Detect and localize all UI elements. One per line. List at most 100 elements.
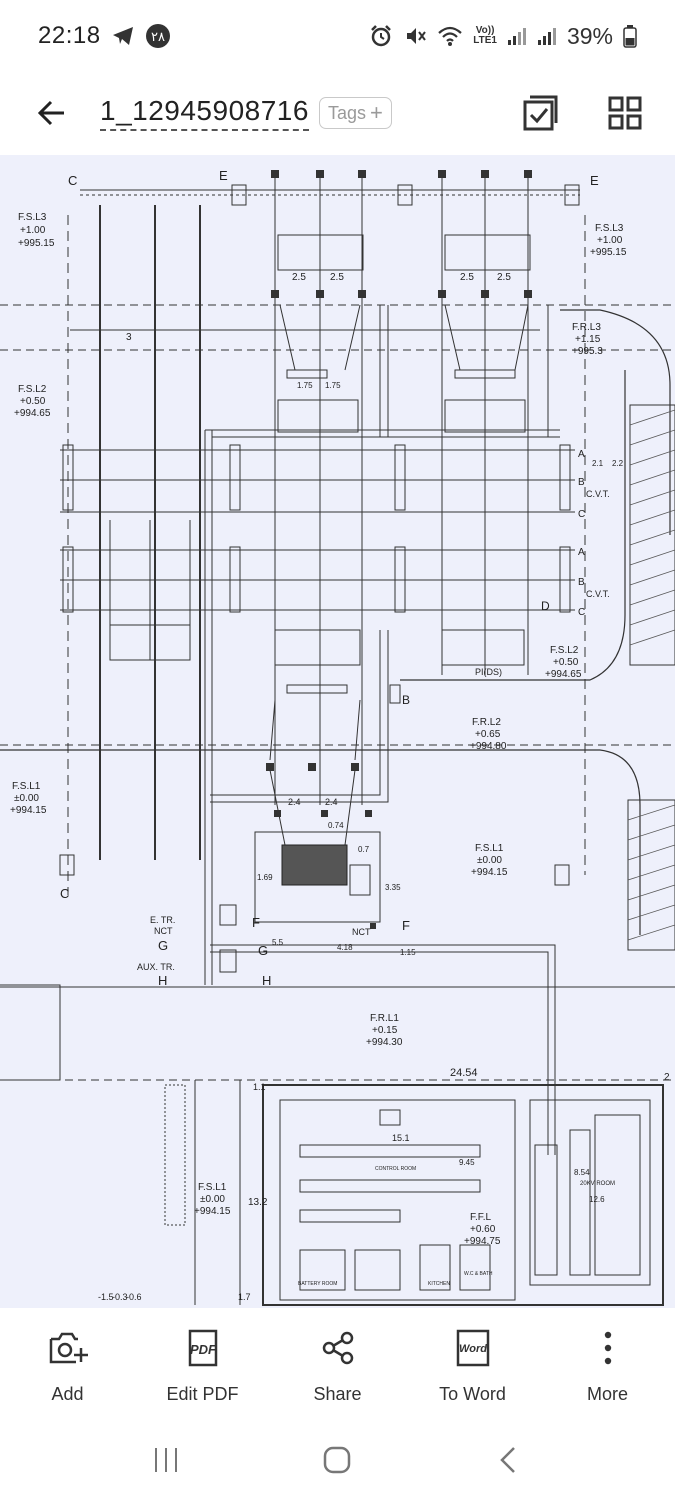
wifi-icon <box>437 25 463 47</box>
plan-label: +1.00 <box>20 225 46 236</box>
plan-label: CONTROL ROOM <box>375 1166 416 1172</box>
share-label: Share <box>313 1384 362 1404</box>
plan-label: +995.15 <box>18 238 55 249</box>
home-icon <box>324 1446 351 1474</box>
plan-label: 1.75 <box>297 381 313 390</box>
top-actions <box>521 93 645 133</box>
plan-label: 2 <box>664 1072 670 1083</box>
plan-label: B <box>402 693 410 707</box>
grid-view-button[interactable] <box>605 93 645 133</box>
plan-label: F.F.L <box>470 1212 492 1223</box>
top-app-bar: 1_12945908716 Tags + <box>0 72 675 154</box>
plan-label: +994.30 <box>366 1037 403 1048</box>
plan-label: ±0.00 <box>14 793 39 804</box>
plan-label: F.S.L1 <box>12 781 41 792</box>
plan-label: C <box>68 173 77 188</box>
plan-label: -0.3 <box>112 1292 128 1302</box>
plan-label: 5.5 <box>272 938 284 947</box>
plan-label: 2.5 <box>292 272 306 283</box>
word-icon-text: Word <box>459 1343 487 1355</box>
plan-label: +994.65 <box>545 669 582 680</box>
plan-label: W.C & BATH <box>464 1271 493 1277</box>
plan-label: A <box>578 547 585 558</box>
plan-label: +0.60 <box>470 1224 496 1235</box>
status-left: 22:18 ۲۸ <box>38 22 171 50</box>
tags-label: Tags <box>327 102 366 123</box>
battery-icon <box>623 24 637 48</box>
plan-label: +995.15 <box>590 247 627 258</box>
plan-label: F.S.L2 <box>550 645 579 656</box>
status-right: Vo)) LTE1 39% <box>369 23 637 50</box>
plan-label: 8.54 <box>574 1168 590 1177</box>
plan-label: E. TR. <box>150 915 175 925</box>
plan-label: 3 <box>126 332 132 343</box>
tags-button[interactable]: Tags + <box>318 97 392 129</box>
notification-badge-icon: ۲۸ <box>145 23 171 49</box>
system-back-button[interactable] <box>479 1430 539 1490</box>
telegram-icon <box>111 25 135 47</box>
plan-label: 12.6 <box>589 1195 605 1204</box>
volte-bottom: LTE1 <box>473 35 497 46</box>
plan-label: F.S.L2 <box>18 384 47 395</box>
alarm-icon <box>369 24 393 48</box>
plan-label: H <box>262 973 271 988</box>
plan-label: B <box>578 477 585 488</box>
plan-label: NCT <box>154 926 173 936</box>
plan-label: F.S.L1 <box>475 843 504 854</box>
document-title[interactable]: 1_12945908716 <box>100 95 309 131</box>
plan-label: 1.7 <box>238 1292 251 1302</box>
plan-label: 20KV ROOM <box>580 1181 615 1187</box>
pdf-icon: PDF <box>181 1326 225 1370</box>
document-page-viewer[interactable]: F.S.L3 +1.00 +995.15 F.S.L3 +1.00 +995.1… <box>0 155 675 1308</box>
bottom-toolbar: Add PDF Edit PDF Share Word To Word More <box>0 1308 675 1420</box>
recent-apps-button[interactable] <box>136 1430 196 1490</box>
to-word-button[interactable]: Word To Word <box>413 1326 533 1405</box>
more-vertical-icon <box>586 1326 630 1370</box>
add-photo-icon <box>46 1326 90 1370</box>
plan-label: PI(DS) <box>475 667 502 677</box>
battery-percent: 39% <box>566 22 613 49</box>
plan-label: A <box>578 449 585 460</box>
plan-label: E <box>219 168 228 183</box>
plan-label: ±0.00 <box>477 855 502 866</box>
plan-label: 24.54 <box>450 1067 478 1079</box>
plan-label: +994.75 <box>464 1236 501 1247</box>
notification-badge-text: ۲۸ <box>151 30 165 45</box>
share-button[interactable]: Share <box>278 1326 398 1405</box>
plan-label: F.R.L1 <box>370 1013 399 1024</box>
plan-label: 13.2 <box>248 1197 268 1208</box>
system-navigation-bar <box>0 1420 675 1500</box>
plan-label: 2.4 <box>288 797 301 807</box>
plan-label: 1.75 <box>325 381 341 390</box>
plan-label: +994.15 <box>10 805 47 816</box>
plan-label: F.R.L3 <box>572 322 601 333</box>
pdf-icon-text: PDF <box>190 1342 217 1357</box>
plan-label: G <box>158 938 168 953</box>
plan-label: 9.45 <box>459 1158 475 1167</box>
share-icon <box>316 1326 360 1370</box>
signal-icon-2 <box>537 26 557 46</box>
add-label: Add <box>51 1384 84 1404</box>
signal-icon-1 <box>507 26 527 46</box>
engineering-plan-drawing: F.S.L3 +1.00 +995.15 F.S.L3 +1.00 +995.1… <box>0 168 675 1306</box>
plan-label: -0.6 <box>126 1292 142 1302</box>
plan-label: AUX. TR. <box>137 962 175 972</box>
plan-label: C <box>578 607 585 618</box>
back-button[interactable] <box>30 91 74 135</box>
plan-label: 0.74 <box>328 821 344 830</box>
more-button[interactable]: More <box>548 1326 668 1405</box>
select-button[interactable] <box>521 93 561 133</box>
plan-label: 1.69 <box>257 873 273 882</box>
edit-pdf-button[interactable]: PDF Edit PDF <box>143 1326 263 1405</box>
chevron-left-icon <box>500 1447 516 1473</box>
home-button[interactable] <box>307 1430 367 1490</box>
plan-label: C <box>60 886 69 901</box>
add-button[interactable]: Add <box>8 1326 128 1405</box>
status-time: 22:18 <box>38 22 101 49</box>
plan-label: 2.5 <box>330 272 344 283</box>
plan-label: +994.15 <box>471 867 508 878</box>
plan-label: +0.50 <box>20 396 46 407</box>
plan-label: 2.5 <box>460 272 474 283</box>
arrow-back-icon <box>37 100 64 126</box>
plus-icon: + <box>369 100 383 125</box>
